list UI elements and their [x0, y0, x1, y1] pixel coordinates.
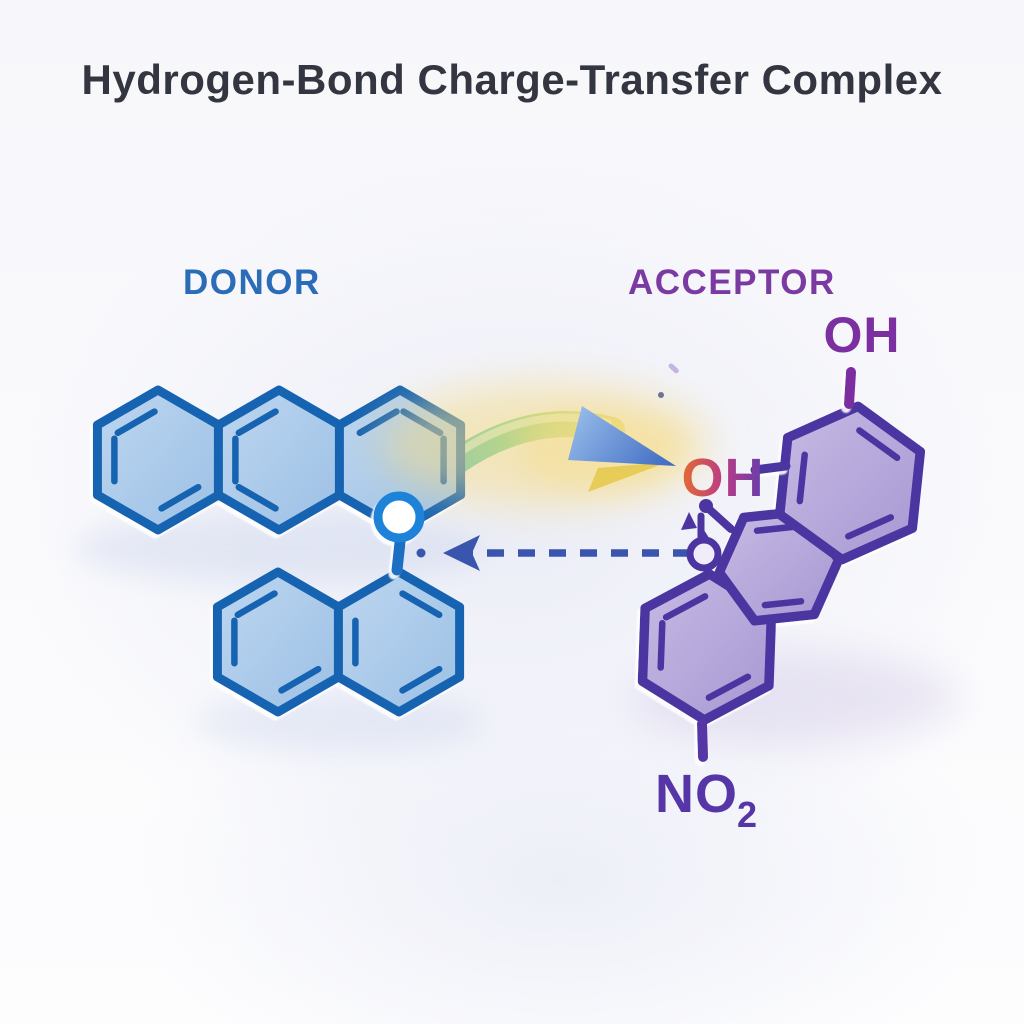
- oxygen-circle-icon: [373, 491, 425, 543]
- nitro-subscript: 2: [737, 794, 758, 835]
- donor-oxygen-atom: [373, 491, 425, 576]
- small-up-arrow-icon: [681, 512, 697, 530]
- double-bond-line: [278, 665, 322, 694]
- hydroxyl-top-bond: [844, 367, 856, 409]
- acceptor-bonds: [697, 367, 856, 762]
- double-bond-line: [356, 408, 400, 437]
- double-bond-line: [753, 523, 797, 534]
- hydrogen-bond-arrowhead: [443, 535, 480, 571]
- charge-transfer-arrowhead: [568, 406, 676, 466]
- hydroxyl-bridge-label: OH: [682, 448, 765, 508]
- decorative-specks: [658, 363, 679, 398]
- hydrogen-bond-dot: [416, 548, 426, 558]
- speck-dash: [668, 363, 679, 374]
- double-bond-line: [845, 514, 895, 540]
- double-bond-line: [662, 593, 709, 621]
- double-bond-line: [705, 673, 752, 701]
- double-bond-line: [657, 620, 666, 671]
- double-bond-line: [796, 451, 808, 505]
- double-bond-line: [235, 483, 279, 512]
- double-bond-line: [158, 483, 202, 512]
- hydroxyl-top-label: OH: [824, 307, 901, 363]
- double-bond-line: [234, 590, 278, 619]
- double-bond-line: [399, 665, 443, 694]
- page-title: Hydrogen-Bond Charge-Transfer Complex: [81, 56, 943, 103]
- acceptor-ring-system: [637, 401, 926, 725]
- double-bond-line: [761, 598, 805, 609]
- speck-dot: [658, 392, 664, 398]
- nitro-bond: [697, 719, 708, 762]
- double-bond-line: [235, 408, 279, 437]
- oxygen-bond: [391, 536, 406, 576]
- acceptor-label: ACCEPTOR: [628, 263, 836, 302]
- nitro-label: NO: [655, 764, 738, 824]
- oh-diagonal-bond: [705, 505, 735, 533]
- double-bond-line: [856, 427, 901, 462]
- donor-naphthalene: [212, 567, 465, 717]
- arrow-glow: [380, 383, 710, 507]
- arrowhead-gold-wedge: [588, 462, 668, 492]
- acceptor-oxygen-circle-icon: [686, 536, 722, 572]
- hydroxyl-bridge-bond: [750, 461, 791, 475]
- hydrogen-bond-arrow: [416, 535, 690, 571]
- chemical-labels: OH OH NO 2: [655, 307, 901, 835]
- acceptor-oxygen-h-cluster: [681, 499, 735, 572]
- naphthalene-shadow: [195, 692, 485, 752]
- donor-label: DONOR: [183, 263, 321, 302]
- double-bond-line: [399, 590, 443, 619]
- double-bond-line: [114, 408, 158, 437]
